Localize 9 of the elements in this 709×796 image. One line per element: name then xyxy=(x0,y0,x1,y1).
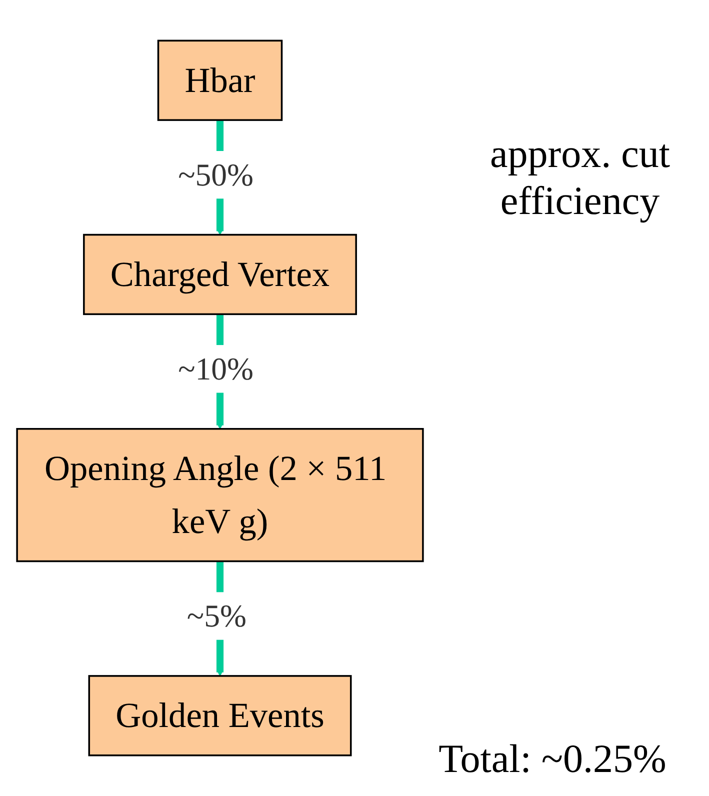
total-note: Total: ~0.25% xyxy=(438,735,668,782)
node-box: Hbar xyxy=(157,40,283,121)
node-box: Charged Vertex xyxy=(83,234,357,316)
node-box: Opening Angle (2 × 511 keV g) xyxy=(16,428,424,562)
edge-label: ~50% xyxy=(178,157,254,192)
node-box: Golden Events xyxy=(88,675,352,756)
edge-label: ~5% xyxy=(186,598,246,634)
note-text: approx. cut efficiency xyxy=(489,130,671,224)
edge-label: ~10% xyxy=(178,351,254,387)
